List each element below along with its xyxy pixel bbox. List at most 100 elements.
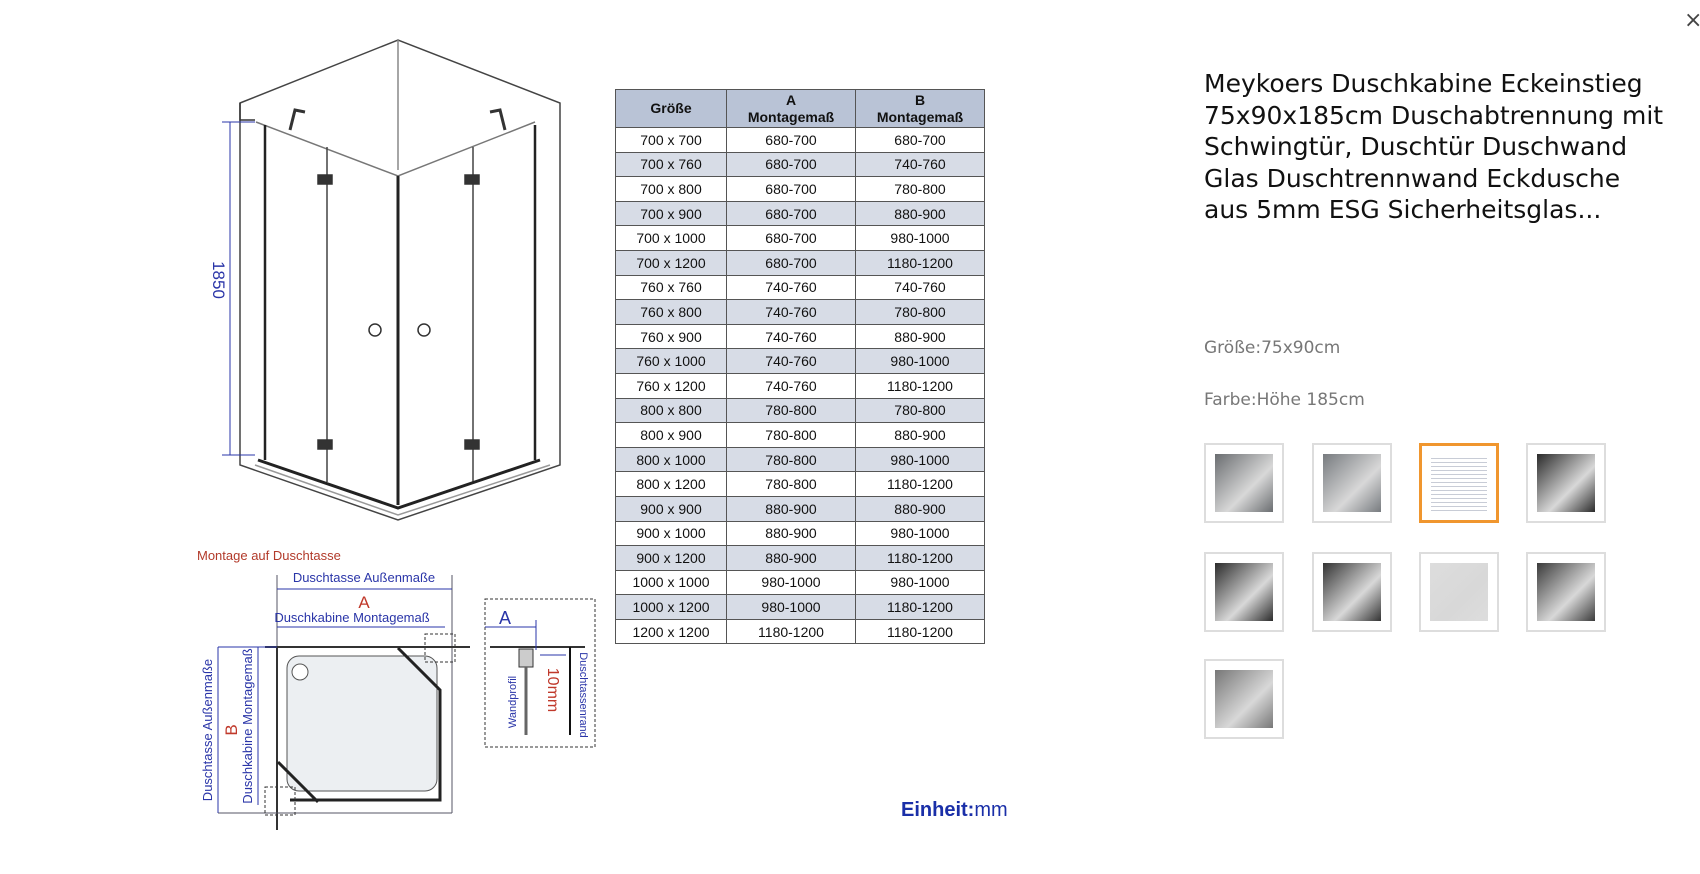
cell-a: 740-760 [726,372,856,399]
cell-b: 780-800 [855,397,985,424]
cell-a: 1180-1200 [726,618,856,645]
cell-a: 780-800 [726,422,856,448]
cell-size: 700 x 1000 [615,225,727,251]
cell-size: 900 x 900 [615,495,727,522]
cell-size: 760 x 900 [615,323,727,350]
cell-size: 800 x 900 [615,422,727,448]
thumbnail-image [1431,455,1487,511]
thumbnail-8[interactable] [1526,552,1606,632]
cell-size: 760 x 760 [615,274,727,301]
duschtasse-aussenmasse-label: Duschtasse Außenmaße [293,570,435,585]
cell-b: 980-1000 [855,225,985,251]
floor-plan-drawing [217,575,596,830]
product-info: Meykoers Duschkabine Eckeinstieg 75x90x1… [1204,68,1664,226]
cell-a: 680-700 [726,225,856,251]
cell-size: 900 x 1200 [615,545,727,571]
unit-label-key: Einheit: [901,799,975,821]
cell-b: 680-700 [855,127,985,153]
cell-b: 980-1000 [855,569,985,596]
cell-b: 1180-1200 [855,471,985,497]
thumbnail-7[interactable] [1419,552,1499,632]
shower-cabin-3d-drawing [239,39,561,521]
cell-a: 740-760 [726,299,856,325]
unit-label-value: mm [974,799,1008,821]
cell-size: 1000 x 1200 [615,594,727,620]
dimension-b-label: B [222,724,241,735]
thumbnail-4[interactable] [1526,443,1606,523]
cell-a: 740-760 [726,348,856,374]
cell-b: 980-1000 [855,446,985,473]
cell-b: 1180-1200 [855,545,985,571]
cell-size: 800 x 800 [615,397,727,424]
inset-10mm-label: 10mm [544,668,561,712]
duschtasse-aussenmasse-vertical-label: Duschtasse Außenmaße [200,659,215,801]
cell-size: 700 x 760 [615,151,727,178]
thumbnail-image [1323,563,1381,621]
thumbnail-image [1215,454,1273,512]
cell-b: 880-900 [855,200,985,227]
cell-size: 760 x 1200 [615,372,727,399]
close-button[interactable]: × [1684,8,1700,33]
thumbnail-image [1537,454,1595,512]
product-size: Größe:75x90cm [1204,338,1341,358]
cell-size: 760 x 1000 [615,348,727,374]
header-groesse: Größe [615,89,727,128]
wandprofil-label: Wandprofil [507,676,519,728]
cell-a: 780-800 [726,471,856,497]
thumbnail-image [1215,670,1273,728]
duschkabine-montagemass-vertical-label: Duschkabine Montagemaß [240,648,255,803]
thumbnail-image [1430,563,1488,621]
header-b-letter: B [914,91,926,108]
cell-b: 880-900 [855,323,985,350]
header-a-letter: A [785,91,797,108]
cell-size: 760 x 800 [615,299,727,325]
thumbnail-6[interactable] [1312,552,1392,632]
cell-a: 880-900 [726,520,856,547]
thumbnail-1[interactable] [1204,443,1284,523]
thumbnail-9[interactable] [1204,659,1284,739]
cell-b: 980-1000 [855,520,985,547]
cell-a: 780-800 [726,446,856,473]
cell-b: 1180-1200 [855,618,985,645]
cell-b: 880-900 [855,422,985,448]
thumbnail-2[interactable] [1312,443,1392,523]
cell-a: 980-1000 [726,594,856,620]
cell-size: 800 x 1000 [615,446,727,473]
cell-size: 1200 x 1200 [615,618,727,645]
cell-size: 800 x 1200 [615,471,727,497]
cell-a: 680-700 [726,151,856,178]
thumbnail-3[interactable] [1419,443,1499,523]
duschtassenrand-label: Duschtassenrand [577,652,589,738]
product-title: Meykoers Duschkabine Eckeinstieg 75x90x1… [1204,69,1664,224]
cell-b: 740-760 [855,151,985,178]
header-b-text: Montagemaß [876,108,964,125]
thumbnail-5[interactable] [1204,552,1284,632]
cell-size: 1000 x 1000 [615,569,727,596]
cell-a: 740-760 [726,274,856,301]
cell-a: 980-1000 [726,569,856,596]
cell-a: 680-700 [726,200,856,227]
cell-a: 740-760 [726,323,856,350]
